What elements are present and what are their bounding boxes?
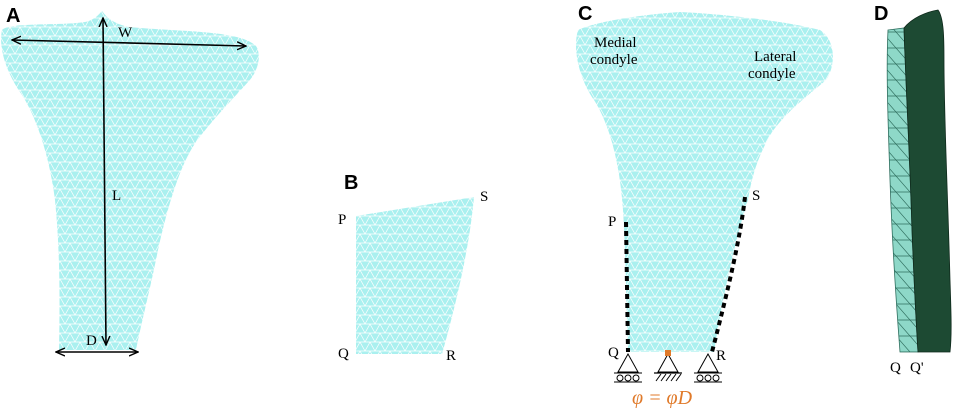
panel-c-point-p: P [608,214,616,230]
panel-b-point-r: R [446,348,456,364]
panel-d-dark-surface [903,9,952,353]
panel-c-point-r: R [716,348,726,364]
panel-c-tibia-mesh [575,12,833,352]
lateral-condyle-label-line2: condyle [748,66,796,82]
panel-b-letter: B [344,172,358,194]
medial-boundary-dashed [624,221,630,353]
panel-d-letter: D [874,3,888,25]
lateral-condyle-label-line1: Lateral [754,49,796,65]
depth-label: D [86,333,97,349]
panel-d: D Q Q' [874,3,952,376]
panel-c: C Medial condyle Lateral condyle P S Q R [575,3,833,408]
panel-b-point-q: Q [338,346,349,362]
panel-b-section-mesh [356,197,474,354]
width-dimension-arrow [12,40,246,46]
panel-c-letter: C [578,3,592,25]
panel-a-tibia-mesh [1,11,259,350]
panel-b-point-p: P [338,212,346,228]
medial-condyle-label-line2: condyle [590,52,638,68]
boundary-condition-equation: φ = φD [632,387,693,408]
panel-a: A W L D [1,5,259,352]
medial-condyle-label-line1: Medial [594,35,637,51]
ground-node-marker [665,350,671,356]
lateral-boundary-dashed [710,196,747,353]
panel-d-point-q: Q [890,360,901,376]
length-dimension-arrow [103,18,106,345]
panel-a-letter: A [6,5,20,27]
roller-support-left [614,352,642,383]
panel-b-point-s: S [480,189,488,205]
length-label: L [112,188,121,204]
panel-d-point-q-prime: Q' [910,360,924,376]
panel-c-point-s: S [752,188,760,204]
roller-support-right [694,352,722,383]
panel-c-point-q: Q [608,345,619,361]
panel-b: B P S Q R [338,172,488,364]
width-label: W [118,25,133,41]
fixed-support-center [654,350,682,382]
